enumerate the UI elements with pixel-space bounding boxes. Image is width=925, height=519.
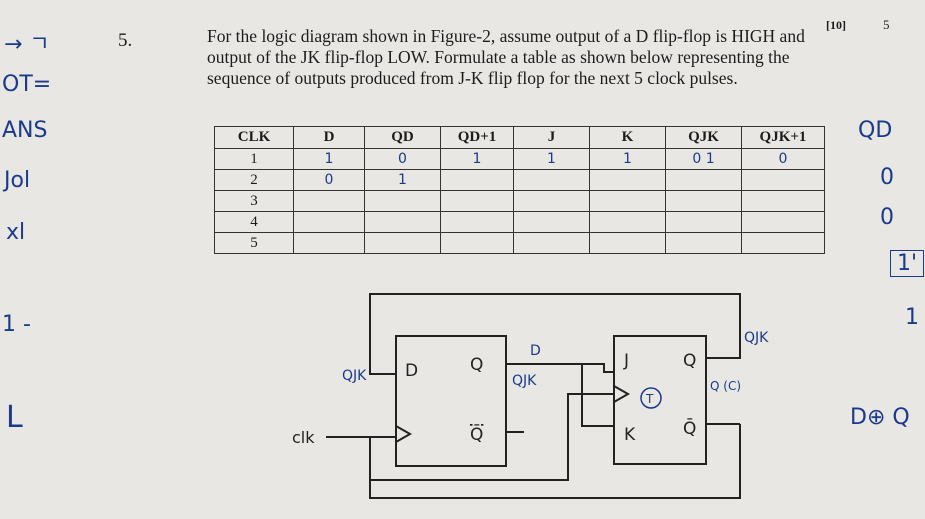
jk-qbar-label: Q̄ bbox=[683, 417, 696, 439]
hand-note-d-input: QJK bbox=[342, 368, 367, 384]
hand-note-d-out: D bbox=[530, 343, 541, 359]
margin-note-right-4: 1 bbox=[905, 305, 919, 330]
marks-label: [10] bbox=[826, 18, 846, 32]
dq-to-j-wire bbox=[506, 363, 614, 373]
margin-note-left-2: ANS bbox=[2, 118, 48, 143]
d-input-label: D bbox=[405, 361, 418, 381]
margin-note-left-4: xl bbox=[6, 220, 26, 245]
feedback-wire bbox=[369, 293, 741, 375]
table-header-row: CLK D QD QD+1 J K QJK QJK+1 bbox=[214, 126, 825, 149]
d-flipflop-box bbox=[395, 335, 507, 467]
header-qjk-next: QJK+1 bbox=[741, 126, 825, 149]
margin-note-right-3: 1' bbox=[890, 250, 925, 277]
margin-note-right-2: 0 bbox=[880, 205, 894, 230]
dq-to-k-wire bbox=[581, 364, 614, 427]
clk-to-jk-wire bbox=[369, 393, 614, 481]
cell-qjk-next bbox=[741, 232, 825, 254]
margin-note-left-0: → ㄱ bbox=[4, 32, 50, 57]
margin-note-right-5: D⊕ Q bbox=[850, 405, 910, 430]
d-clock-triangle bbox=[395, 425, 413, 443]
clk-label: clk bbox=[292, 428, 315, 447]
margin-note-left-3: Jol bbox=[4, 168, 31, 193]
question-number: 5. bbox=[118, 30, 133, 51]
d-qbar-label: Q̄ bbox=[470, 423, 483, 445]
page-number: 5 bbox=[883, 17, 890, 32]
margin-note-left-5: 1 - bbox=[2, 312, 31, 337]
sequence-table: CLK D QD QD+1 J K QJK QJK+1 1 1 0 1 1 1 … bbox=[214, 126, 825, 254]
hand-circle-t bbox=[640, 387, 662, 409]
hand-note-jk-q-2: Q (C) bbox=[710, 379, 741, 393]
hand-circle-t-label: T bbox=[645, 392, 654, 406]
bottom-return-wire bbox=[369, 424, 741, 499]
margin-note-left-6: L bbox=[6, 400, 23, 435]
jk-k-label: K bbox=[624, 425, 636, 445]
margin-note-left-1: OT= bbox=[2, 72, 52, 97]
d-q-label: Q bbox=[470, 355, 483, 375]
margin-note-right-1: 0 bbox=[880, 165, 894, 190]
header-qd-next: QD+1 bbox=[440, 126, 514, 149]
table-row: 5 bbox=[214, 232, 825, 254]
hand-note-jk-q: QJK bbox=[744, 330, 769, 346]
jk-q-label: Q bbox=[683, 351, 696, 371]
header-clk: CLK bbox=[214, 126, 294, 149]
margin-note-right-0: QD bbox=[858, 118, 893, 143]
header-qjk: QJK bbox=[665, 126, 742, 149]
table-row: 1 1 0 1 1 1 0 1 0 bbox=[214, 148, 825, 170]
jk-clock-triangle bbox=[613, 385, 631, 403]
jk-flipflop-box bbox=[613, 335, 707, 465]
question-text: For the logic diagram shown in Figure-2,… bbox=[207, 26, 805, 88]
hand-note-d-out-2: QJK bbox=[512, 373, 537, 389]
jk-j-label: J bbox=[623, 351, 629, 371]
